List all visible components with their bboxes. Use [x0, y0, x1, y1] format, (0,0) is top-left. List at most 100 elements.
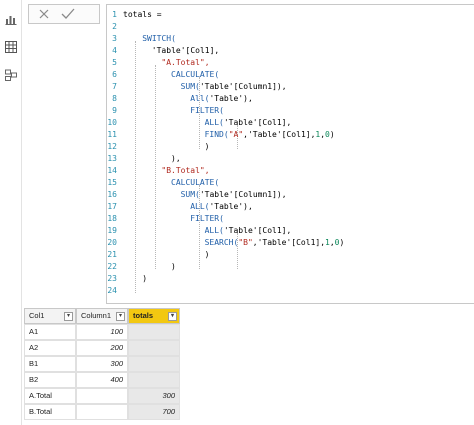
line-number: 14 [107, 166, 117, 175]
code-token: SUM( [180, 190, 200, 199]
code-token: 'Table'), [209, 94, 253, 103]
code-text: ALL('Table'), [190, 201, 253, 213]
code-token: All( [190, 94, 210, 103]
code-token: SWITCH( [142, 34, 176, 43]
table-cell[interactable] [76, 404, 128, 420]
cancel-formula-button[interactable] [33, 6, 55, 22]
code-token: 0 [334, 238, 340, 247]
table-cell[interactable]: 400 [76, 372, 128, 388]
table-cell[interactable]: 700 [128, 404, 180, 420]
code-token: ) [339, 238, 345, 247]
code-token: ,'Table'[Col1], [243, 130, 316, 139]
column-header-col1[interactable]: Col1 ▾ [24, 308, 76, 324]
table-cell[interactable]: B.Total [24, 404, 76, 420]
code-token: 'Table'[Col1], [223, 226, 292, 235]
table-cell[interactable]: 100 [76, 324, 128, 340]
code-token: ) [204, 250, 210, 259]
table-cell[interactable]: A2 [24, 340, 76, 356]
report-view-icon[interactable] [4, 12, 18, 26]
line-number: 8 [112, 94, 117, 103]
code-text: FILTER( [190, 105, 224, 117]
line-number: 12 [107, 142, 117, 151]
table-cell[interactable]: 200 [76, 340, 128, 356]
code-token: ) [329, 130, 335, 139]
line-number: 6 [112, 70, 117, 79]
table-cell[interactable] [128, 340, 180, 356]
code-token: ) [142, 274, 148, 283]
code-token: ALL( [190, 202, 210, 211]
column-header-column1[interactable]: Column1 ▾ [76, 308, 128, 324]
code-token: "B" [238, 238, 253, 247]
code-line: 6 CALCULATE( [107, 69, 474, 81]
code-token: CALCULATE( [171, 178, 220, 187]
code-line: 14 "B.Total", [107, 165, 474, 177]
code-token: "B.Total", [161, 166, 210, 175]
column-header-totals[interactable]: totals ▾ [128, 308, 180, 324]
indent-guide [155, 65, 156, 269]
code-text: ALL('Table'[Col1], [205, 225, 292, 237]
table-cell[interactable]: 300 [128, 388, 180, 404]
code-line: 5"A.Total", [107, 57, 474, 69]
code-token: FILTER( [190, 214, 224, 223]
code-line: 16 SUM('Table'[Column1]), [107, 189, 474, 201]
line-number: 4 [112, 46, 117, 55]
line-number: 9 [112, 106, 117, 115]
table-cell[interactable]: A.Total [24, 388, 76, 404]
code-text: CALCULATE( [171, 69, 219, 81]
code-text: ), [171, 153, 181, 165]
indent-guide [199, 77, 200, 149]
close-icon [39, 9, 49, 19]
filter-dropdown-icon[interactable]: ▾ [168, 312, 177, 321]
line-number: 20 [107, 238, 117, 247]
line-number: 15 [107, 178, 117, 187]
code-token: 'Table'), [209, 202, 253, 211]
code-token: ALL( [204, 226, 224, 235]
code-text: ) [171, 261, 176, 273]
table-cell[interactable]: B1 [24, 356, 76, 372]
filter-dropdown-icon[interactable]: ▾ [64, 312, 73, 321]
code-token: FIND( [204, 130, 229, 139]
line-number: 23 [107, 274, 117, 283]
code-token: totals = [123, 10, 167, 19]
code-text: All('Table'), [190, 93, 253, 105]
table-cell[interactable] [128, 356, 180, 372]
code-text: totals = [123, 9, 166, 21]
table-cell[interactable]: 300 [76, 356, 128, 372]
code-token: ), [171, 154, 181, 163]
code-token: CALCULATE( [171, 70, 220, 79]
view-rail [0, 0, 22, 425]
code-text: "B.Total", [161, 165, 209, 177]
code-text: SUM('Table'[Column1]), [181, 189, 287, 201]
line-number: 2 [112, 22, 117, 31]
table-cell[interactable]: A1 [24, 324, 76, 340]
code-token: ) [204, 142, 210, 151]
line-number: 22 [107, 262, 117, 271]
model-view-icon[interactable] [4, 68, 18, 82]
line-number: 16 [107, 190, 117, 199]
indent-guide [237, 125, 238, 149]
code-line: 13), [107, 153, 474, 165]
commit-formula-button[interactable] [57, 6, 79, 22]
line-number: 10 [107, 118, 117, 127]
code-line: 23) [107, 273, 474, 285]
filter-dropdown-icon[interactable]: ▾ [116, 312, 125, 321]
table-cell[interactable] [128, 372, 180, 388]
table-cell[interactable]: B2 [24, 372, 76, 388]
table-cell[interactable] [128, 324, 180, 340]
table-cell[interactable] [76, 388, 128, 404]
code-line: 9 FILTER( [107, 105, 474, 117]
data-view-icon[interactable] [4, 40, 18, 54]
code-line: 4'Table'[Col1], [107, 45, 474, 57]
line-number: 21 [107, 250, 117, 259]
code-text: SUM('Table'[Column1]), [181, 81, 287, 93]
line-number: 1 [112, 10, 117, 19]
code-token: SEARCH( [204, 238, 239, 247]
code-line: 24 [107, 285, 474, 297]
